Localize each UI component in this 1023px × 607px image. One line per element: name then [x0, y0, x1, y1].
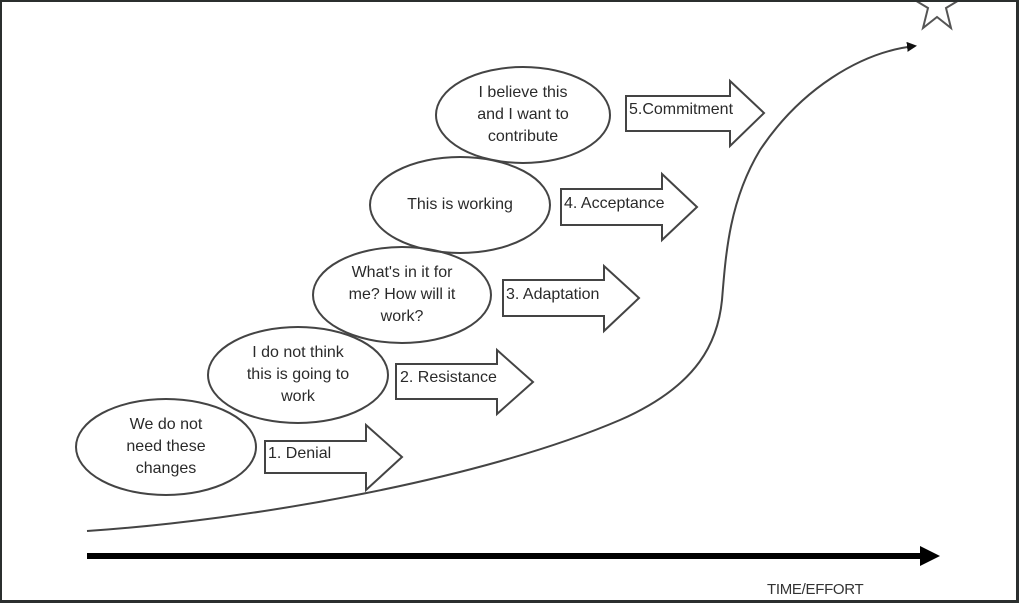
thought-bubble-1 — [75, 398, 257, 496]
stage-arrow-5 — [625, 78, 766, 149]
stage-label-denial: 1. Denial — [268, 445, 332, 462]
stage-label-resistance: 2. Resistance — [400, 369, 497, 386]
growth-curve-arrow — [86, 41, 917, 532]
thought-bubble-4 — [369, 156, 551, 254]
thought-bubble-5 — [435, 66, 611, 164]
time-axis-arrowhead — [920, 546, 940, 566]
thought-text-3: What's in it for me? How will it work? — [348, 264, 456, 325]
thought-text-1: We do not need these changes — [126, 416, 206, 477]
thought-text-5: I believe this and I want to contribute — [477, 84, 569, 145]
stage-label-acceptance: 4. Acceptance — [564, 195, 665, 212]
thought-text-4: This is working — [407, 196, 513, 213]
stage-arrow-1 — [264, 422, 404, 493]
thought-bubble-3 — [312, 246, 492, 344]
axis-label-time-effort: TIME/EFFORT — [767, 581, 864, 598]
stage-arrow-2 — [395, 347, 535, 417]
stage-label-adaptation: 3. Adaptation — [506, 286, 600, 303]
thought-text-2: I do not think this is going to work — [246, 344, 350, 405]
star-icon — [912, 0, 962, 31]
stage-arrow-4 — [560, 171, 699, 243]
thought-bubble-2 — [207, 326, 389, 424]
stage-label-commitment: 5.Commitment — [629, 101, 734, 118]
stage-arrow-3 — [502, 263, 641, 334]
